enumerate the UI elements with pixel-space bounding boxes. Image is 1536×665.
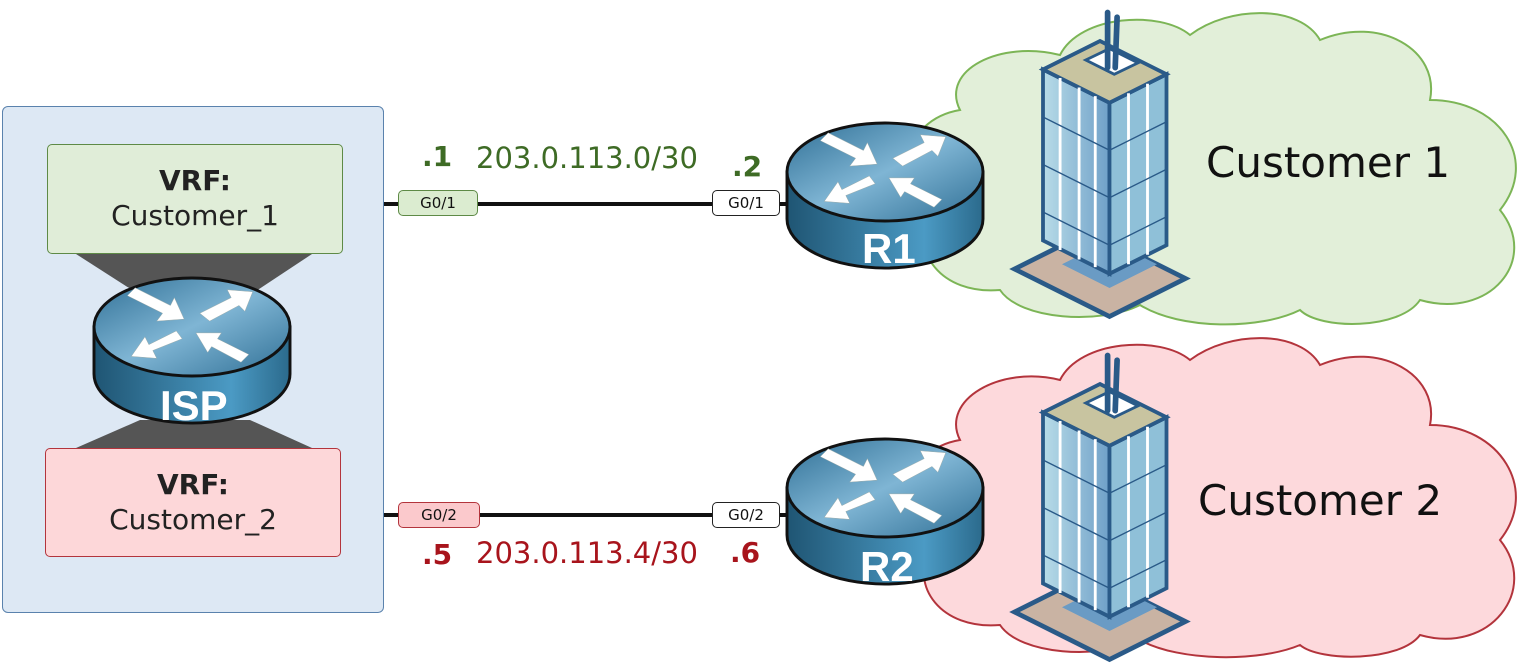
- vrf-customer-2-box[interactable]: VRF: Customer_2: [45, 448, 341, 557]
- isp-g0-1-interface[interactable]: G0/1: [398, 190, 478, 216]
- customer-2-label: Customer 2: [1198, 476, 1443, 525]
- r2-router-label: R2: [860, 543, 914, 590]
- r2-link-2-host: .6: [730, 536, 761, 569]
- vrf-1-connector: [76, 254, 312, 295]
- isp-link-2-host: .5: [422, 538, 453, 571]
- vrf-customer-1-box[interactable]: VRF: Customer_1: [47, 144, 343, 254]
- isp-link-1-host: .1: [422, 140, 453, 173]
- customer-1-label: Customer 1: [1206, 138, 1451, 187]
- r1-link-1-host: .2: [732, 150, 763, 183]
- r2-g0-2-interface[interactable]: G0/2: [712, 502, 780, 528]
- link-1-network: 203.0.113.0/30: [476, 141, 698, 175]
- vrf-2-title: VRF:: [156, 467, 230, 501]
- r1-g0-1-interface[interactable]: G0/1: [712, 190, 780, 216]
- vrf-2-name: Customer_2: [109, 502, 277, 536]
- vrf-2-connector: [76, 420, 312, 448]
- vrf-1-title: VRF:: [158, 164, 232, 197]
- r1-router-label: R1: [862, 225, 916, 272]
- isp-router-graphic: [76, 254, 312, 448]
- isp-router-label: ISP: [160, 382, 228, 429]
- isp-g0-2-interface[interactable]: G0/2: [398, 502, 480, 528]
- customer-2-building-icon: [1015, 356, 1186, 660]
- link-2-network: 203.0.113.4/30: [476, 536, 698, 570]
- customer-1-building-icon: [1015, 12, 1186, 316]
- vrf-1-name: Customer_1: [111, 199, 279, 232]
